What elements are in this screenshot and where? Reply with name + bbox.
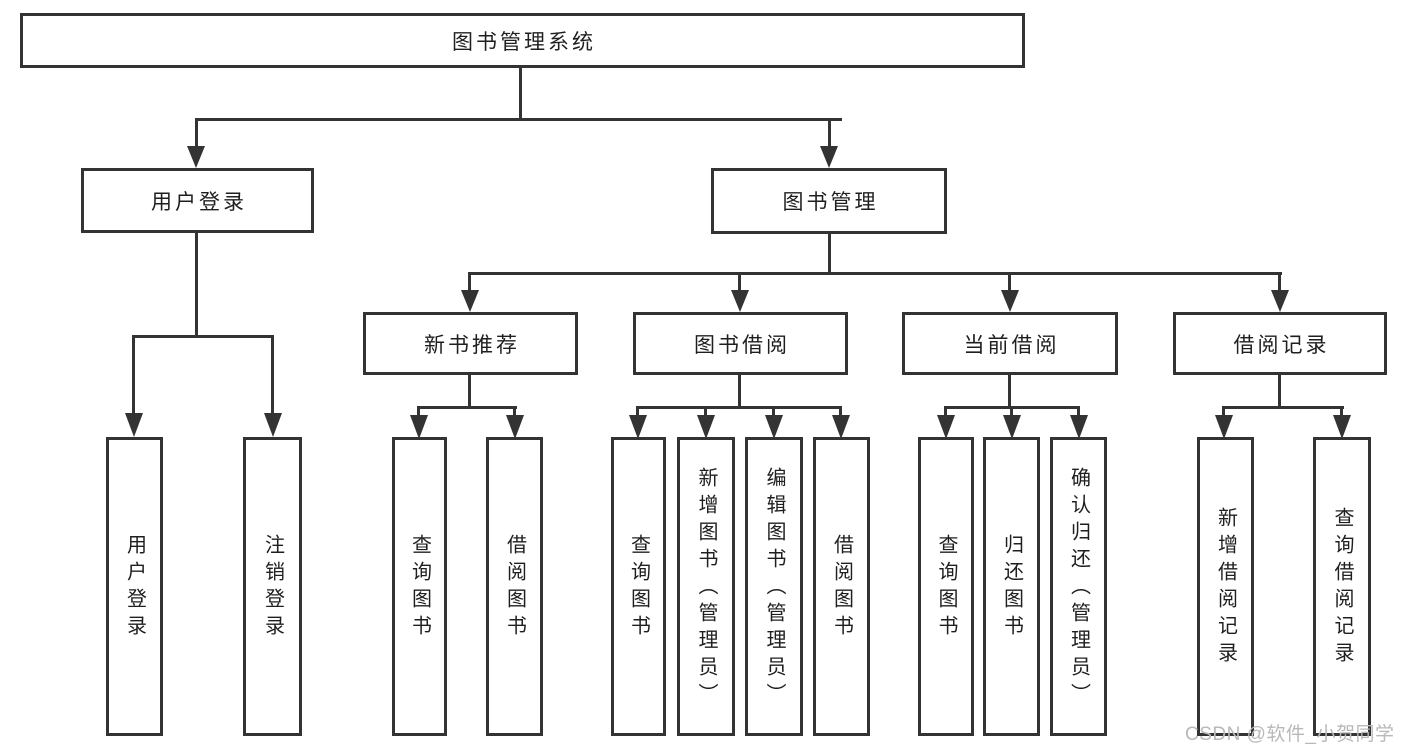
node-new-book-recommend: 新书推荐 xyxy=(363,312,578,375)
connector-group-bar xyxy=(1223,406,1344,409)
leaf-borrow-query: 查询图书 xyxy=(611,437,666,736)
leaf-edit-book-admin-label: 编辑图书（管理员） xyxy=(763,466,785,710)
leaf-borrow-book-label: 借阅图书 xyxy=(830,534,853,642)
leaf-add-book-admin: 新增图书（管理员） xyxy=(677,437,735,736)
leaf-borrow-book: 借阅图书 xyxy=(813,437,870,736)
connector-leaf-stem xyxy=(513,406,516,418)
connector-level3-stem xyxy=(468,272,471,292)
leaf-logout: 注销登录 xyxy=(243,437,302,736)
arrow-down-icon xyxy=(937,415,955,439)
connector-leaf-stem xyxy=(1077,406,1080,418)
node-user-login: 用户登录 xyxy=(81,168,314,233)
connector-leaf-stem xyxy=(704,406,707,418)
leaf-return-book: 归还图书 xyxy=(983,437,1040,736)
connector-group-stem xyxy=(468,375,471,409)
node-borrow-record: 借阅记录 xyxy=(1173,312,1387,375)
connector-mgmt-subtree-stem xyxy=(828,234,831,275)
leaf-current-query: 查询图书 xyxy=(918,437,974,736)
connector-level3-stem xyxy=(1278,272,1281,292)
connector-leaf-stem xyxy=(271,335,274,415)
leaf-query-borrow-record: 查询借阅记录 xyxy=(1313,437,1371,736)
arrow-down-icon xyxy=(1215,415,1233,439)
connector-leaf-stem xyxy=(772,406,775,418)
leaf-confirm-return-admin-label: 确认归还（管理员） xyxy=(1067,466,1090,710)
leaf-newbook-borrow: 借阅图书 xyxy=(486,437,543,736)
arrow-down-icon xyxy=(187,146,205,168)
node-root: 图书管理系统 xyxy=(20,13,1025,68)
leaf-add-borrow-record-label: 新增借阅记录 xyxy=(1214,507,1237,669)
connector-root-stem xyxy=(519,68,522,120)
leaf-return-book-label: 归还图书 xyxy=(1000,534,1023,642)
arrow-down-icon xyxy=(1333,415,1351,439)
leaf-add-book-admin-label: 新增图书（管理员） xyxy=(695,466,717,710)
node-book-borrow: 图书借阅 xyxy=(633,312,848,375)
node-root-label: 图书管理系统 xyxy=(452,30,596,54)
leaf-user-login: 用户登录 xyxy=(106,437,163,736)
connector-group-stem xyxy=(1278,375,1281,409)
connector-leaf-stem xyxy=(1222,406,1225,418)
node-borrow-record-label: 借阅记录 xyxy=(1233,333,1330,357)
connector-user-leaves-bar xyxy=(133,335,274,338)
connector-user-login-stem xyxy=(195,118,198,148)
connector-leaf-stem xyxy=(132,335,135,415)
arrow-down-icon xyxy=(125,413,143,437)
leaf-newbook-query: 查询图书 xyxy=(392,437,447,736)
connector-level3-stem xyxy=(1008,272,1011,292)
node-current-borrow: 当前借阅 xyxy=(902,312,1118,375)
connector-level3-stem xyxy=(738,272,741,292)
arrow-down-icon xyxy=(697,415,715,439)
leaf-query-borrow-record-label: 查询借阅记录 xyxy=(1331,507,1353,669)
connector-level2-bar xyxy=(195,118,842,121)
arrow-down-icon xyxy=(1070,415,1088,439)
arrow-down-icon xyxy=(1271,290,1289,312)
leaf-newbook-borrow-label: 借阅图书 xyxy=(503,534,526,642)
leaf-confirm-return-admin: 确认归还（管理员） xyxy=(1050,437,1107,736)
node-book-management: 图书管理 xyxy=(711,168,947,234)
leaf-current-query-label: 查询图书 xyxy=(935,534,957,642)
connector-level3-bar xyxy=(469,272,1282,275)
arrow-down-icon xyxy=(461,290,479,312)
connector-leaf-stem xyxy=(636,406,639,418)
arrow-down-icon xyxy=(264,413,282,437)
connector-leaf-stem xyxy=(944,406,947,418)
leaf-logout-label: 注销登录 xyxy=(261,534,284,642)
leaf-edit-book-admin: 编辑图书（管理员） xyxy=(745,437,803,736)
connector-user-subtree-stem xyxy=(195,232,198,338)
node-current-borrow-label: 当前借阅 xyxy=(963,333,1060,357)
arrow-down-icon xyxy=(820,146,838,168)
node-new-book-recommend-label: 新书推荐 xyxy=(424,333,520,357)
connector-leaf-stem xyxy=(1010,406,1013,418)
arrow-down-icon xyxy=(629,415,647,439)
arrow-down-icon xyxy=(410,415,428,439)
connector-group-bar xyxy=(418,406,517,409)
arrow-down-icon xyxy=(765,415,783,439)
connector-book-mgmt-stem xyxy=(828,118,831,148)
arrow-down-icon xyxy=(731,290,749,312)
arrow-down-icon xyxy=(1001,290,1019,312)
connector-group-bar xyxy=(637,406,842,409)
node-book-borrow-label: 图书借阅 xyxy=(694,333,790,357)
node-user-login-label: 用户登录 xyxy=(151,190,247,214)
connector-leaf-stem xyxy=(417,406,420,418)
node-book-management-label: 图书管理 xyxy=(782,191,879,214)
arrow-down-icon xyxy=(506,415,524,439)
arrow-down-icon xyxy=(1003,415,1021,439)
csdn-watermark: CSDN @软件_小贺同学 xyxy=(1185,724,1395,745)
connector-leaf-stem xyxy=(1340,406,1343,418)
connector-group-stem xyxy=(738,375,741,409)
connector-group-stem xyxy=(1008,375,1011,409)
leaf-user-login-label: 用户登录 xyxy=(123,534,146,642)
arrow-down-icon xyxy=(832,415,850,439)
leaf-newbook-query-label: 查询图书 xyxy=(408,534,431,642)
leaf-add-borrow-record: 新增借阅记录 xyxy=(1197,437,1254,736)
leaf-borrow-query-label: 查询图书 xyxy=(627,534,650,642)
connector-leaf-stem xyxy=(839,406,842,418)
